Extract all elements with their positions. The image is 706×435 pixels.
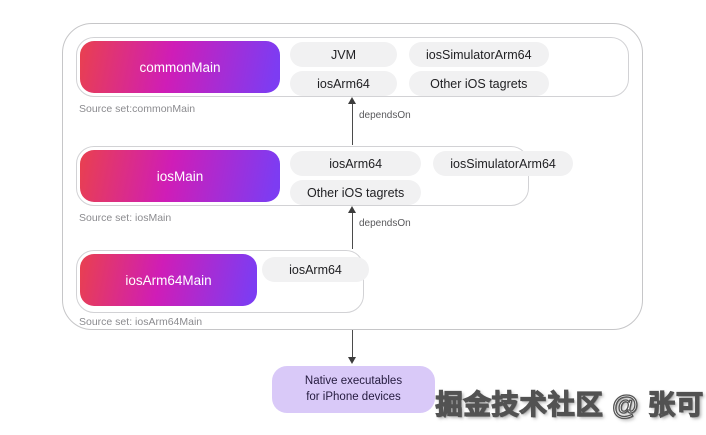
source-set-caption-commonmain: Source set:commonMain xyxy=(79,103,196,115)
native-executables-line1: Native executables xyxy=(304,375,403,388)
dependson-label-2: dependsOn xyxy=(359,218,411,229)
dependson-label-1: dependsOn xyxy=(359,110,411,121)
arrow-line-output xyxy=(352,330,354,358)
watermark: 掘金技术社区 @ 张可 xyxy=(435,389,704,420)
target-chips-iosmain: iosArm64 iosSimulatorArm64 Other iOS tag… xyxy=(290,151,573,205)
native-executables-line2: for iPhone devices xyxy=(306,390,401,403)
source-set-pill-iosarm64main: iosArm64Main xyxy=(80,254,257,306)
source-set-pill-iosmain: iosMain xyxy=(80,150,280,202)
target-chip-iossimulatorarm64: iosSimulatorArm64 xyxy=(433,151,573,176)
arrow-line-dependson-2 xyxy=(352,213,354,249)
source-set-card-commonmain: commonMain JVM iosSimulatorArm64 iosArm6… xyxy=(76,37,629,97)
arrow-up-icon xyxy=(348,97,356,104)
target-chips-iosarm64main: iosArm64 xyxy=(262,257,381,282)
arrow-down-icon xyxy=(348,357,356,364)
arrow-line-dependson-1 xyxy=(352,104,354,145)
target-chip-iosarm64: iosArm64 xyxy=(290,151,422,176)
target-chip-other-ios: Other iOS tagrets xyxy=(409,71,549,96)
target-chips-commonmain: JVM iosSimulatorArm64 iosArm64 Other iOS… xyxy=(290,42,549,96)
source-sets-container: commonMain JVM iosSimulatorArm64 iosArm6… xyxy=(62,23,643,330)
target-chip-jvm: JVM xyxy=(290,42,397,67)
target-chip-iosarm64: iosArm64 xyxy=(262,257,369,282)
source-set-card-iosmain: iosMain iosArm64 iosSimulatorArm64 Other… xyxy=(76,146,573,206)
target-chip-iosarm64: iosArm64 xyxy=(290,71,397,96)
target-chip-iossimulatorarm64: iosSimulatorArm64 xyxy=(409,42,549,67)
native-executables-box: Native executables for iPhone devices xyxy=(272,366,435,413)
arrow-up-icon xyxy=(348,206,356,213)
source-set-card-iosarm64main: iosArm64Main iosArm64 xyxy=(76,250,369,313)
target-chip-other-ios: Other iOS tagrets xyxy=(290,180,422,205)
source-set-pill-commonmain: commonMain xyxy=(80,41,280,93)
source-set-caption-iosarm64main: Source set: iosArm64Main xyxy=(79,316,203,328)
source-set-caption-iosmain: Source set: iosMain xyxy=(79,212,172,224)
